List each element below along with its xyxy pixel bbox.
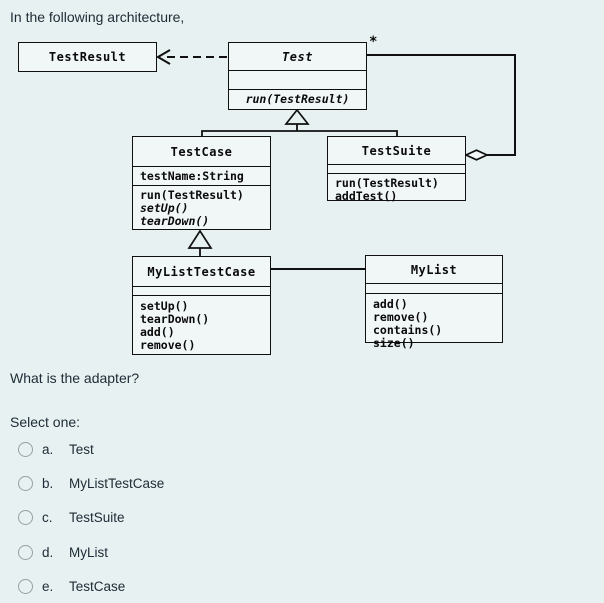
operation: size(): [373, 336, 415, 350]
option-c[interactable]: c. TestSuite: [18, 501, 164, 535]
aggregation-diamond-icon: [463, 149, 490, 161]
option-letter: d.: [42, 544, 54, 560]
class-operations: run(TestResult) setUp() tearDown(): [133, 185, 270, 228]
radio-button-icon[interactable]: [18, 578, 33, 594]
option-label: TestSuite: [69, 510, 125, 526]
operation: run(TestResult): [335, 176, 439, 190]
intro-text: In the following architecture,: [10, 9, 185, 25]
radio-button-icon[interactable]: [18, 441, 33, 457]
operation: setUp(): [140, 299, 189, 313]
option-letter: b.: [42, 475, 54, 491]
option-a[interactable]: a. Test: [18, 432, 164, 466]
class-title: TestCase: [170, 144, 233, 159]
operation: tearDown(): [140, 214, 210, 228]
class-attributes: testName:String: [133, 166, 270, 185]
class-box-testsuite: TestSuite run(TestResult) addTest(): [327, 136, 466, 203]
class-operations: setUp() tearDown() add() remove(): [133, 295, 270, 352]
dependency-arrowhead-icon: [156, 49, 171, 65]
class-attributes-empty: [366, 283, 502, 293]
select-one-label: Select one:: [10, 414, 81, 430]
class-attributes-empty: [229, 70, 366, 89]
operation: tearDown(): [140, 312, 210, 326]
class-box-testcase: TestCase testName:String run(TestResult)…: [132, 136, 271, 230]
option-letter: e.: [42, 578, 54, 594]
class-box-testresult: TestResult: [18, 42, 157, 72]
operation: run(TestResult): [245, 91, 350, 106]
class-title: Test: [282, 49, 313, 64]
option-d[interactable]: d. MyList: [18, 535, 164, 569]
option-letter: a.: [42, 441, 54, 457]
operation: add(): [373, 297, 408, 311]
option-letter: c.: [42, 510, 53, 526]
options-list: a. Test b. MyListTestCase c. TestSuite d…: [18, 432, 164, 603]
operation: addTest(): [335, 189, 398, 203]
attribute: testName:String: [140, 168, 244, 183]
operation: remove(): [140, 338, 196, 352]
class-operations: add() remove() contains() size(): [366, 293, 502, 350]
class-title: TestSuite: [361, 143, 432, 158]
class-attributes-empty: [133, 286, 270, 295]
option-label: Test: [69, 441, 94, 457]
operation: run(TestResult): [140, 188, 244, 202]
option-label: TestCase: [69, 578, 126, 594]
class-title: MyList: [410, 262, 458, 277]
operation: contains(): [373, 323, 443, 337]
operation: add(): [140, 325, 175, 339]
operation: setUp(): [140, 201, 189, 215]
multiplicity-star-label: *: [369, 34, 378, 50]
class-box-test: Test run(TestResult): [228, 42, 367, 110]
option-label: MyListTestCase: [69, 475, 165, 491]
generalization-triangle-icon: [284, 108, 310, 125]
class-attributes-empty: [328, 164, 465, 173]
class-title: TestResult: [48, 50, 127, 64]
generalization-triangle-icon-2: [187, 229, 213, 249]
option-label: MyList: [69, 544, 109, 560]
option-e[interactable]: e. TestCase: [18, 569, 164, 603]
class-operations: run(TestResult): [229, 89, 366, 108]
radio-button-icon[interactable]: [18, 510, 33, 526]
class-box-mylist: MyList add() remove() contains() size(): [365, 255, 503, 350]
class-box-mylisttestcase: MyListTestCase setUp() tearDown() add() …: [132, 256, 271, 355]
option-b[interactable]: b. MyListTestCase: [18, 466, 164, 500]
question-text: What is the adapter?: [10, 370, 140, 386]
operation: remove(): [373, 310, 429, 324]
radio-button-icon[interactable]: [18, 544, 33, 560]
radio-button-icon[interactable]: [18, 475, 33, 491]
class-title: MyListTestCase: [147, 264, 256, 279]
class-operations: run(TestResult) addTest(): [328, 173, 465, 203]
